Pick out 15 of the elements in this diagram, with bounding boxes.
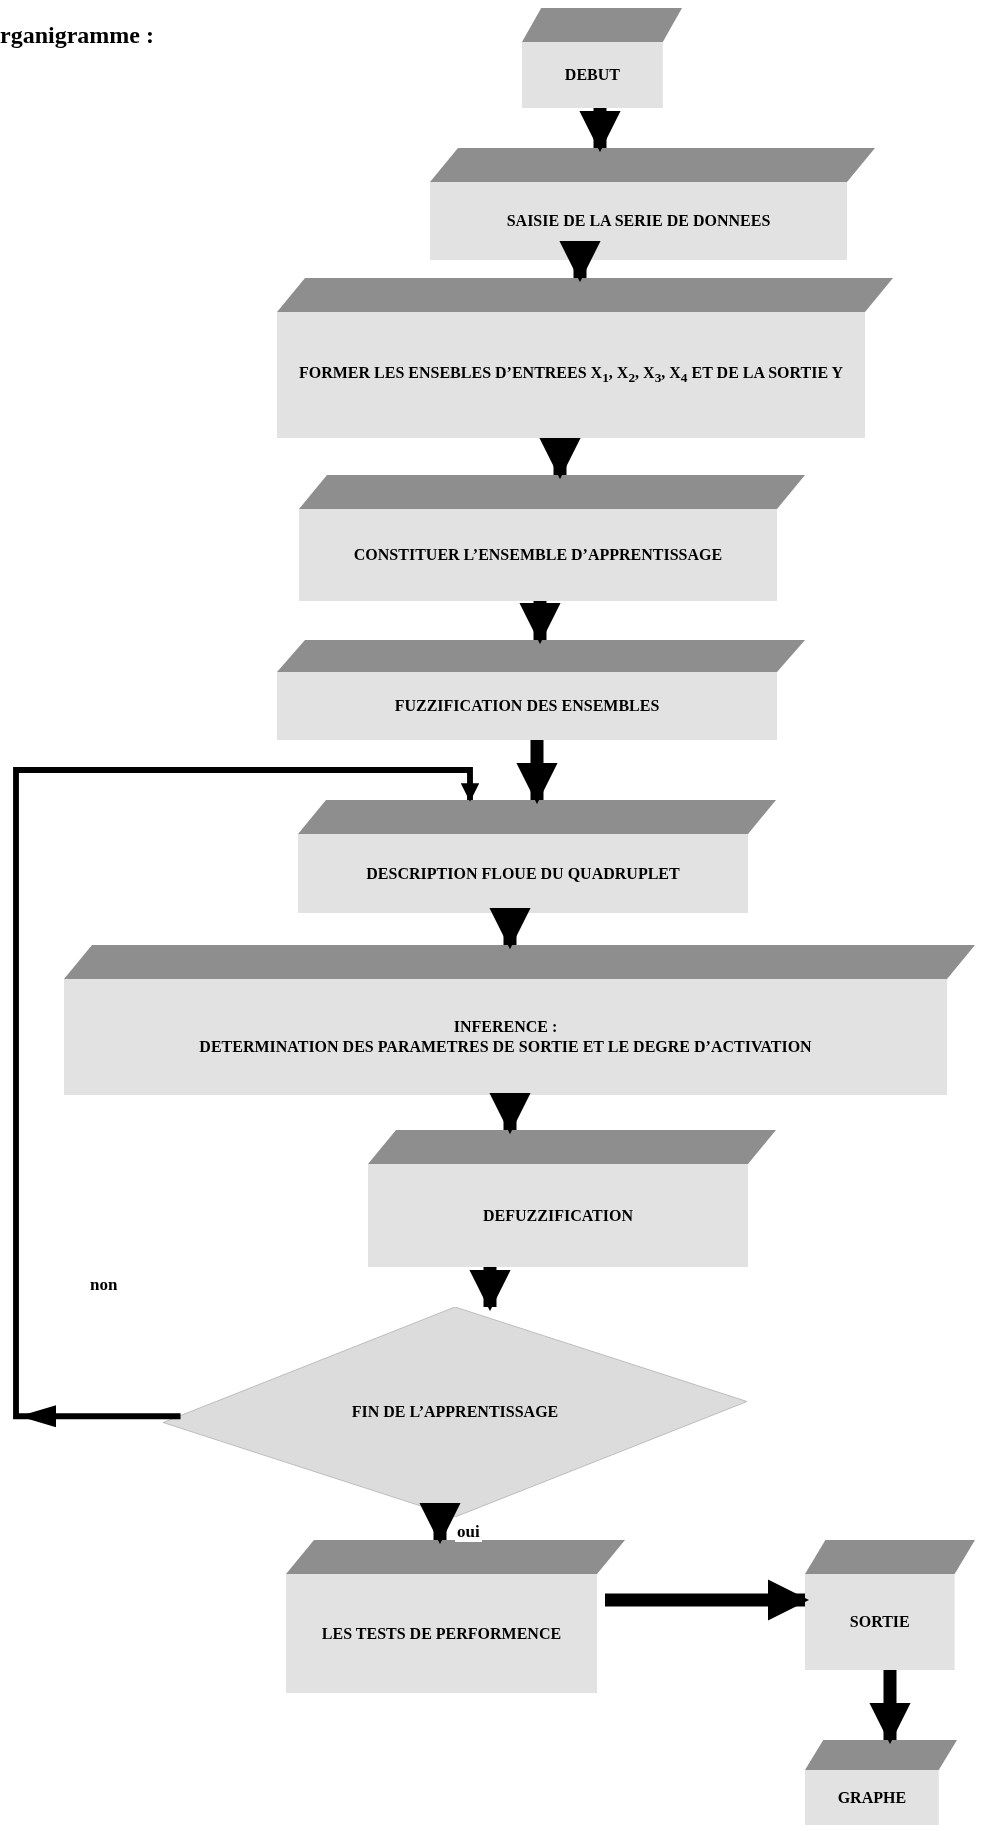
node-text: SORTIE [849,1612,910,1632]
diagram-title: rganigramme : [0,22,154,49]
node-text: FORMER LES ENSEBLES D’ENTREES X$_{1}$, X$_{2}$, X$_{3}$, X$_{4}$ ET DE LA SORTIE Y [298,363,844,387]
node-text: DEFUZZIFICATION [483,1205,633,1226]
node-text: FIN DE L’APPRENTISSAGE [351,1402,559,1422]
node-text: SAISIE DE LA SERIE DE DONNEES [506,211,771,231]
node-text: GRAPHE [837,1787,907,1808]
node-text: DEBUT [564,65,620,85]
node-text: CONSTITUER L’ENSEMBLE D’APPRENTISSAGE [353,545,723,565]
node-text: LES TESTS DE PERFORMENCE [321,1623,562,1644]
node-text: DESCRIPTION FLOUE DU QUADRUPLET [366,863,680,884]
edge-label: oui [455,1522,482,1542]
node-text: FUZZIFICATION DES ENSEMBLES [394,696,660,716]
node-text: INFERENCE : [453,1017,558,1037]
node-text: DETERMINATION DES PARAMETRES DE SORTIE ET LE DEGRE D’ACTIVATION [199,1037,812,1057]
